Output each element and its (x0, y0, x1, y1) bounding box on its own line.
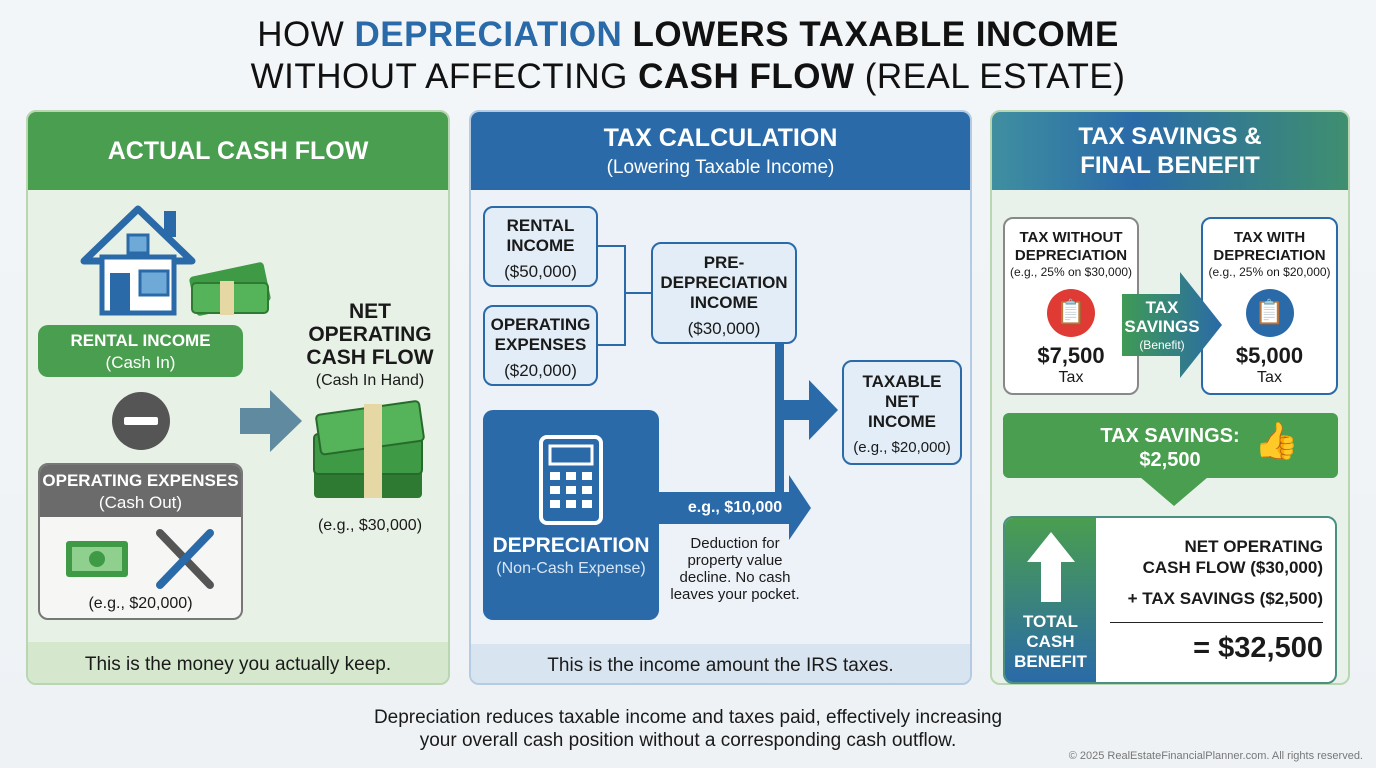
panel3-header: TAX SAVINGS &FINAL BENEFIT (992, 112, 1348, 190)
opex-example: (e.g., $20,000) (88, 595, 193, 612)
depreciation-sub: (Non-Cash Expense) (496, 560, 646, 577)
minus-icon (112, 392, 170, 450)
title-line2: WITHOUT AFFECTING CASH FLOW (REAL ESTATE… (250, 57, 1126, 96)
rental-income-label: RENTAL INCOME (70, 331, 211, 350)
noi-example: (e.g., $30,000) (317, 517, 423, 534)
panel2-footer: This is the income amount the IRS taxes. (471, 644, 970, 683)
cash-bill-icon (66, 541, 128, 577)
money-stack-icon (189, 262, 271, 316)
divider (1110, 622, 1323, 623)
cash-stack-icon (313, 400, 425, 498)
panel1-footer: This is the money you actually keep. (28, 642, 448, 683)
rental-income-sub: (Cash In) (105, 353, 176, 372)
panel2-header: TAX CALCULATION(Lowering Taxable Income) (471, 112, 970, 190)
right-arrow-icon (240, 390, 302, 452)
tax-form-icon: 📋 (1047, 289, 1095, 337)
depreciation-box: DEPRECIATION (Non-Cash Expense) (483, 410, 659, 620)
expense-icons (66, 529, 214, 589)
rental-income-box: RENTAL INCOME (Cash In) (38, 325, 243, 377)
opex-sub: (Cash Out) (98, 493, 183, 512)
tax-savings-banner-shape (1003, 413, 1338, 506)
title-line1: HOW DEPRECIATION LOWERS TAXABLE INCOME (257, 15, 1119, 54)
thumbs-up-icon: 👍 (1254, 420, 1299, 461)
footer-summary: Depreciation reduces taxable income and … (373, 707, 1003, 751)
tax-savings-arrow (1122, 272, 1222, 378)
up-arrow-icon (1027, 532, 1075, 602)
depreciation-label: DEPRECIATION (492, 534, 650, 557)
panel1-header: ACTUAL CASH FLOW (28, 112, 448, 190)
calculator-icon (539, 435, 603, 525)
wrench-screwdriver-icon (156, 529, 214, 589)
house-icon (80, 205, 271, 316)
opex-label: OPERATING EXPENSES (42, 471, 239, 490)
flow-connectors (598, 245, 838, 540)
copyright: © 2025 RealEstateFinancialPlanner.com. A… (1068, 750, 1363, 762)
tax-savings-banner: TAX SAVINGS:$2,500 (1100, 425, 1240, 471)
tax-form-icon: 📋 (1245, 289, 1294, 337)
depreciation-amount: e.g., $10,000 (687, 499, 783, 516)
benefit-result: = $32,500 (1193, 632, 1323, 664)
noi-sub: (Cash In Hand) (315, 372, 425, 389)
operating-expenses-box: OPERATING EXPENSES (Cash Out) (e.g., $20,… (38, 463, 243, 620)
